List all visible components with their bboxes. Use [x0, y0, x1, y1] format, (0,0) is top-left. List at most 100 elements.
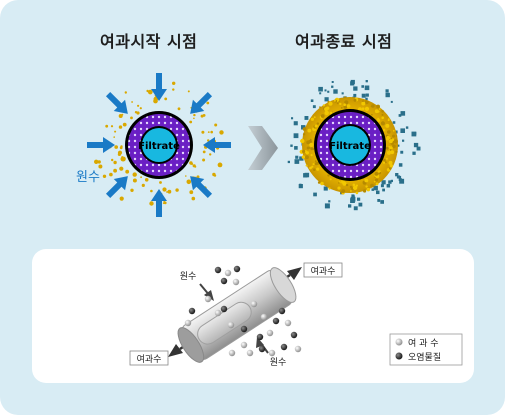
cake-grain — [312, 163, 315, 166]
filtrate-ball — [184, 319, 192, 327]
contaminant-particle — [202, 150, 206, 154]
filtrate-ball — [250, 300, 258, 308]
cake-grain — [378, 170, 381, 173]
contaminant-particle — [114, 145, 118, 149]
contaminant-particle — [193, 113, 196, 117]
cake-grain — [392, 144, 396, 149]
teal-particle — [293, 133, 299, 139]
teal-particle — [392, 121, 396, 124]
cake-grain — [363, 189, 367, 193]
cake-grain — [309, 142, 314, 147]
teal-particle — [324, 97, 329, 102]
cake-grain — [302, 133, 306, 136]
teal-particle — [400, 128, 405, 133]
cake-grain — [319, 106, 321, 108]
filtrate-label-top: 여과수 — [311, 265, 336, 277]
teal-particle — [402, 139, 405, 142]
contaminant-ball — [220, 277, 228, 285]
raw-water-label-top: 원수 — [180, 271, 197, 282]
contaminant-particle — [190, 162, 194, 165]
contaminant-particle — [137, 104, 140, 107]
contaminant-ball — [188, 307, 196, 315]
cake-grain — [314, 124, 318, 128]
inflow-arrow-shaft — [194, 180, 213, 199]
cake-grain — [302, 149, 306, 154]
contaminant-ball — [272, 317, 280, 325]
cake-grain — [308, 147, 311, 149]
raw-water-label: 원수 — [76, 170, 100, 185]
cake-grain — [389, 167, 392, 170]
inflow-arrowhead — [203, 137, 215, 153]
contaminant-particle — [113, 168, 117, 173]
inflow-arrow-shaft — [105, 180, 124, 199]
cake-grain — [329, 111, 333, 115]
teal-particle — [380, 184, 384, 188]
teal-particle — [310, 99, 314, 102]
cake-grain — [352, 185, 358, 190]
cake-grain — [317, 181, 321, 184]
teal-particle — [412, 151, 416, 155]
teal-particle — [385, 89, 389, 93]
cake-grain — [364, 178, 369, 183]
contaminant-particle — [121, 113, 124, 116]
cake-grain — [307, 128, 312, 133]
teal-particle — [291, 117, 294, 120]
contaminant-particle — [119, 196, 124, 201]
cake-grain — [361, 107, 365, 110]
cake-grain — [381, 116, 385, 120]
filtrate-label-right: Filtrate — [329, 141, 371, 152]
contaminant-ball — [258, 345, 266, 353]
cake-grain — [310, 154, 313, 157]
filtrate-ball — [246, 349, 254, 357]
cake-grain — [385, 123, 390, 128]
contaminant-particle — [130, 188, 134, 192]
cake-grain — [310, 147, 314, 151]
cake-grain — [337, 186, 341, 190]
teal-particle — [299, 156, 304, 161]
teal-particle — [333, 89, 338, 94]
contaminant-particle — [98, 164, 103, 169]
teal-particle — [390, 179, 393, 183]
cake-grain — [346, 104, 351, 108]
teal-particle — [398, 175, 402, 179]
contaminant-particle — [167, 189, 172, 194]
cake-grain — [345, 183, 349, 187]
cake-grain — [370, 183, 374, 188]
contaminant-particle — [207, 139, 210, 142]
cake-grain — [300, 138, 305, 144]
raw-inflow-arrowhead-bottom — [256, 337, 264, 348]
cake-grain — [395, 135, 398, 137]
teal-particle — [313, 192, 317, 197]
cake-grain — [343, 105, 348, 109]
teal-particle — [386, 184, 391, 188]
teal-particle — [400, 150, 404, 154]
cake-grain — [328, 187, 331, 190]
teal-particle — [388, 180, 392, 184]
cake-grain — [371, 113, 373, 116]
cake-grain — [378, 108, 381, 110]
filtrate-arrow-bottom — [168, 344, 183, 357]
cake-grain — [377, 117, 380, 120]
cake-grain — [326, 106, 330, 110]
cake-grain — [349, 185, 353, 189]
cake-grain — [388, 139, 393, 144]
cake-grain — [320, 117, 323, 120]
teal-particle — [324, 89, 327, 92]
cake-grain — [384, 161, 387, 164]
teal-particle — [398, 114, 402, 117]
cake-grain — [314, 160, 317, 163]
contaminant-particle — [149, 201, 154, 206]
filtrate-ball — [204, 295, 212, 303]
teal-particle — [350, 198, 355, 203]
filtrate-ball — [294, 345, 302, 353]
filtration-start-membrane: Filtrate — [87, 73, 231, 217]
cake-grain — [333, 99, 336, 102]
contaminant-particle — [113, 136, 115, 138]
contaminant-particle — [219, 130, 224, 135]
teal-particle — [358, 202, 363, 207]
cake-grain — [313, 168, 316, 171]
contaminant-ball — [256, 333, 264, 341]
contaminant-particle — [187, 90, 190, 93]
contaminant-particle — [150, 189, 153, 193]
teal-particle — [365, 97, 368, 101]
